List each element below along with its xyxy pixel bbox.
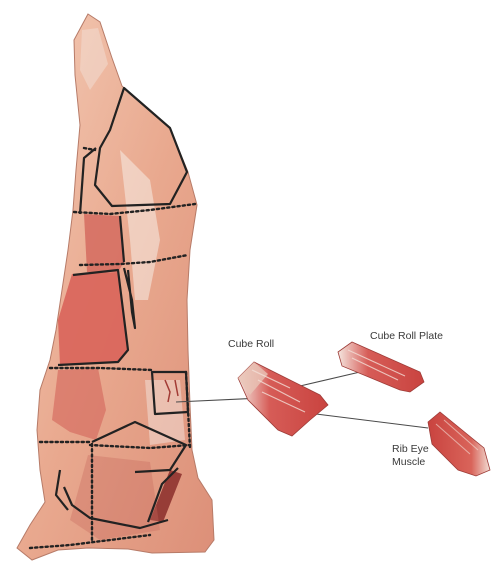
- label-rib-eye-line2: Muscle: [392, 456, 425, 468]
- forequarter-carcass: [17, 14, 214, 560]
- cube-roll-cut-image: [238, 362, 328, 436]
- label-rib-eye-line1: Rib Eye: [392, 443, 429, 455]
- label-cube-roll: Cube Roll: [228, 338, 274, 350]
- label-cube-roll-plate: Cube Roll Plate: [370, 330, 443, 342]
- leader-to-cube-roll-plate: [300, 372, 360, 386]
- leader-to-rib-eye: [300, 412, 428, 428]
- rib-eye-muscle-cut-image: [428, 412, 490, 476]
- cube-roll-plate-cut-image: [338, 342, 424, 392]
- blade-lean-muscle: [58, 272, 128, 365]
